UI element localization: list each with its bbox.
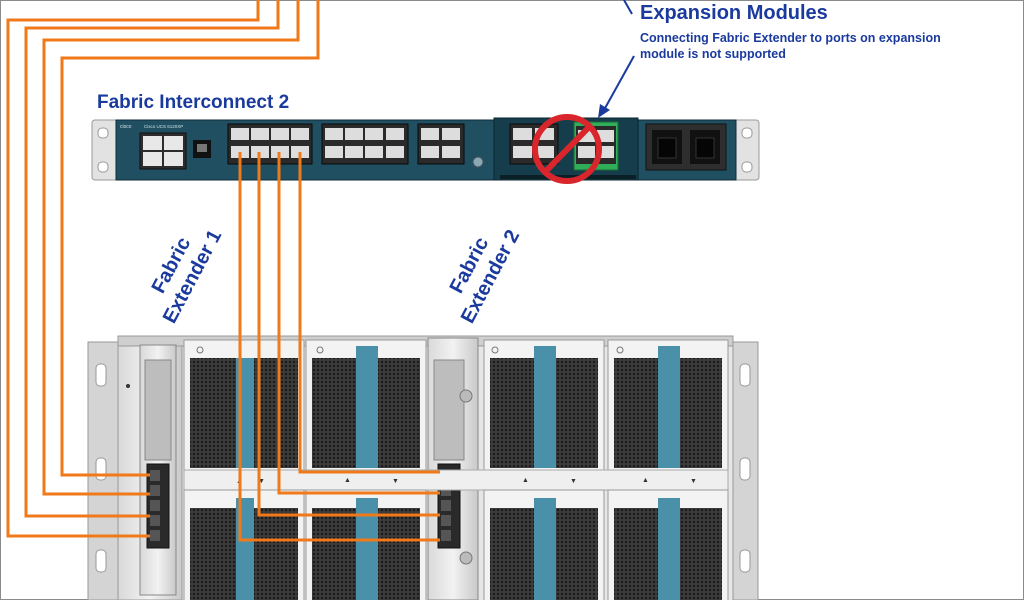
cable-8 <box>298 152 440 474</box>
blade-slot-7 <box>483 489 605 603</box>
fabric-extender-2-module <box>427 337 479 601</box>
blade-slot-5 <box>183 489 305 603</box>
cable-2 <box>24 0 280 518</box>
expansion-modules-title: Expansion Modules <box>640 2 828 24</box>
blade-slot-1 <box>183 339 305 471</box>
cable-3 <box>42 0 300 496</box>
cable-1 <box>6 0 260 538</box>
svg-text:▼: ▼ <box>570 478 577 485</box>
svg-text:▲: ▲ <box>642 477 649 484</box>
fi-port-group-3 <box>417 123 465 165</box>
svg-text:▲: ▲ <box>522 477 529 484</box>
blade-slot-8 <box>607 489 729 603</box>
fi-brand-text: cisco <box>120 124 132 130</box>
blade-slot-3 <box>483 339 605 471</box>
blade-slot-4 <box>607 339 729 471</box>
fabric-interconnect-title: Fabric Interconnect 2 <box>97 92 290 113</box>
cable-7 <box>277 152 440 495</box>
cable-6 <box>257 152 440 517</box>
svg-text:▲: ▲ <box>344 477 351 484</box>
cable-5 <box>238 152 440 542</box>
svg-text:▼: ▼ <box>690 478 697 485</box>
annotation-arrow <box>598 0 635 118</box>
svg-text:▼: ▼ <box>258 478 265 485</box>
note-line-1: Connecting Fabric Extender to ports on e… <box>640 31 941 45</box>
fabric-extender-1-module <box>139 344 177 596</box>
fi-model-text: Cisco UCS 6120XP <box>144 124 183 129</box>
blade-slot-6 <box>305 489 427 603</box>
blade-slot-2 <box>305 339 427 471</box>
not-supported-icon <box>532 114 602 184</box>
note-line-2: module is not supported <box>640 47 786 61</box>
expansion-modules-note: Connecting Fabric Extender to ports on e… <box>640 30 1020 62</box>
fi-port-group-2 <box>321 123 409 165</box>
cable-4 <box>60 0 320 477</box>
fabric-interconnect-2-device: cisco Cisco UCS 6120XP <box>91 117 760 181</box>
cables <box>6 0 440 542</box>
blade-chassis: ▲ ▼ ▲ ▼ ▲ ▼ ▲ ▼ <box>87 335 759 603</box>
fi-port-group-1 <box>227 123 313 165</box>
svg-text:▼: ▼ <box>392 478 399 485</box>
